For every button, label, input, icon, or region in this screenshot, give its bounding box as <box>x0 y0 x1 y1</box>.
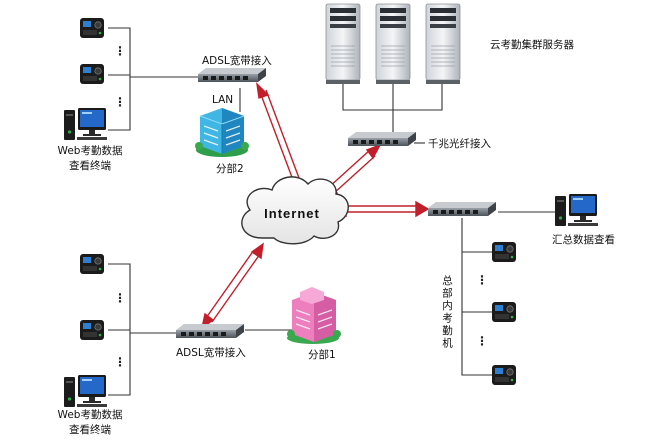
computer-icon <box>64 108 107 140</box>
computer-icon <box>64 375 107 407</box>
branch2-building-icon <box>195 108 249 157</box>
attendance-terminal-icon <box>79 319 105 341</box>
attendance-terminal-icon <box>79 253 105 275</box>
web-terminal-label-line1: Web考勤数据 <box>58 408 123 421</box>
cluster-servers: 云考勤集群服务器 <box>325 3 574 85</box>
switch-icon <box>176 324 244 338</box>
server-icon <box>325 3 361 85</box>
ellipsis: ⋮ <box>114 95 126 109</box>
branch2-label: 分部2 <box>216 162 244 175</box>
web-terminal-label-line2: 查看终端 <box>69 159 111 172</box>
summary-view-label: 汇总数据查看 <box>552 233 615 246</box>
link-adsl-bottom <box>200 242 264 330</box>
switch-icon <box>348 132 416 146</box>
branch1-network: ⋮ ⋮ Web考勤数据 查看终端 ADSL宽带接入 分部1 <box>58 253 341 436</box>
hq-network: 汇总数据查看 ⋮ ⋮ 总部内考勤机 <box>428 194 615 386</box>
switch-icon <box>428 202 496 216</box>
web-terminal-label-line2: 查看终端 <box>69 423 111 436</box>
attendance-terminal-icon <box>79 17 105 39</box>
computer-icon <box>555 194 598 226</box>
lan-label: LAN <box>212 94 233 106</box>
switch-icon <box>198 68 266 82</box>
attendance-terminal-icon <box>491 301 517 323</box>
fiber-switch-label: 千兆光纤接入 <box>428 137 491 150</box>
ellipsis: ⋮ <box>114 355 126 369</box>
ellipsis: ⋮ <box>114 291 126 305</box>
attendance-terminal-icon <box>491 364 517 386</box>
branch2-network: ⋮ ⋮ Web考勤数据 查看终端 ADSL宽带接入 LAN 分部2 <box>58 17 272 175</box>
adsl-bottom-label: ADSL宽带接入 <box>176 346 246 359</box>
adsl-top-label: ADSL宽带接入 <box>202 54 272 67</box>
fiber-switch: 千兆光纤接入 <box>348 132 491 150</box>
server-icon <box>425 3 461 85</box>
cluster-servers-label: 云考勤集群服务器 <box>490 38 574 51</box>
internet-cloud: Internet <box>241 176 349 245</box>
ellipsis: ⋮ <box>476 273 488 287</box>
internet-label: Internet <box>264 206 320 221</box>
attendance-terminal-icon <box>79 63 105 85</box>
attendance-terminal-icon <box>491 241 517 263</box>
ellipsis: ⋮ <box>114 44 126 58</box>
internet-links <box>200 82 430 330</box>
ellipsis: ⋮ <box>476 334 488 348</box>
connection-lines <box>108 27 556 396</box>
branch1-label: 分部1 <box>308 348 336 361</box>
server-icon <box>375 3 411 85</box>
web-terminal-label-line1: Web考勤数据 <box>58 144 123 157</box>
branch1-building-icon <box>287 287 341 344</box>
hq-devices-label: 总部内考勤机 <box>441 274 453 350</box>
